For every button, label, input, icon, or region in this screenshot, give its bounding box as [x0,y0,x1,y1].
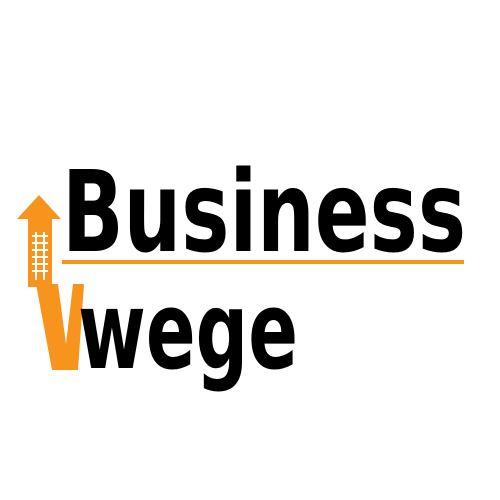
logo-word-wege: wege [78,269,298,394]
logo-word-business: Business [62,148,466,278]
growth-arrow-icon [17,195,61,287]
logo-letter-v-shape [36,284,84,370]
logo-divider-line [62,260,464,264]
